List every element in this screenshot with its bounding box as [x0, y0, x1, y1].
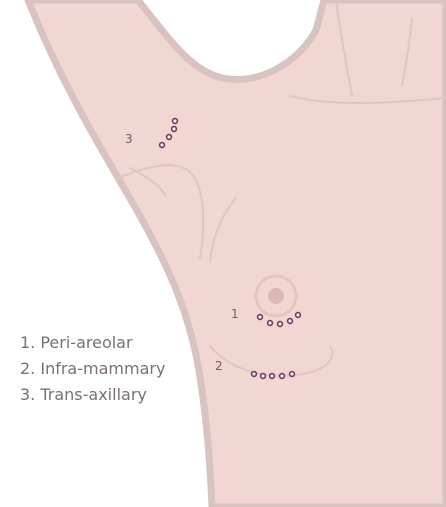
legend-item-inframammary: 2. Infra-mammary: [20, 356, 165, 382]
incision-dot: [278, 322, 283, 327]
marker-label-2: 2: [215, 359, 223, 373]
incision-dot: [173, 119, 178, 124]
legend-item-periareolar: 1. Peri-areolar: [20, 330, 165, 356]
legend-item-transaxillary: 3. Trans-axillary: [20, 382, 165, 408]
incision-dot: [288, 319, 293, 324]
incision-dot: [258, 315, 263, 320]
incision-legend: 1. Peri-areolar 2. Infra-mammary 3. Tran…: [20, 330, 165, 408]
incision-dot: [268, 321, 273, 326]
incision-dot: [160, 143, 165, 148]
incision-dot: [252, 372, 257, 377]
torso-body: [28, 0, 446, 507]
marker-label-1: 1: [231, 307, 239, 321]
nipple: [268, 288, 284, 304]
incision-dot: [167, 135, 172, 140]
incision-dot: [280, 374, 285, 379]
incision-dot: [290, 372, 295, 377]
incision-dot: [270, 374, 275, 379]
marker-label-3: 3: [125, 132, 133, 146]
incision-dot: [261, 374, 266, 379]
incision-dot: [296, 313, 301, 318]
incision-dot: [172, 127, 177, 132]
